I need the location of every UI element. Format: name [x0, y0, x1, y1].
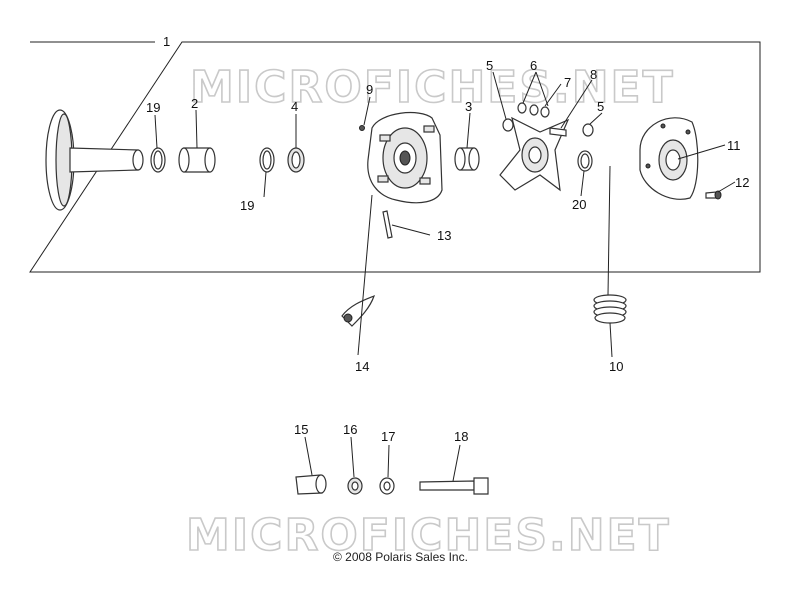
callout-3: 3	[465, 99, 472, 114]
callout-14: 14	[355, 359, 369, 374]
part-17-washer	[379, 477, 395, 495]
callout-1: 1	[163, 34, 170, 49]
part-8-pin	[549, 127, 567, 137]
callout-5b: 5	[597, 99, 604, 114]
callout-18: 18	[454, 429, 468, 444]
watermark-top: MICROFICHES.NET	[190, 62, 675, 113]
part-7-washer	[540, 106, 550, 118]
callout-20: 20	[572, 197, 586, 212]
part-spider	[499, 116, 570, 192]
part-13-pin	[382, 210, 393, 239]
callout-2: 2	[191, 96, 198, 111]
part-15-bushing	[295, 474, 327, 495]
callout-4: 4	[291, 99, 298, 114]
callout-7: 7	[564, 75, 571, 90]
callout-5a: 5	[486, 58, 493, 73]
part-3-bushing	[454, 147, 480, 171]
part-12-bolt	[705, 190, 722, 200]
part-sheave	[45, 109, 144, 211]
watermark-bottom: MICROFICHES.NET	[186, 510, 671, 561]
assembly-frame	[29, 41, 761, 273]
part-18-bolt	[419, 477, 489, 495]
part-19-ring-a	[150, 147, 166, 173]
part-19-ring-b	[259, 147, 275, 173]
copyright-text: © 2008 Polaris Sales Inc.	[333, 550, 468, 564]
callout-16: 16	[343, 422, 357, 437]
part-5-roller-b	[582, 123, 594, 137]
callout-19a: 19	[146, 100, 160, 115]
part-16-washer	[347, 477, 363, 495]
callout-8: 8	[590, 67, 597, 82]
callout-12: 12	[735, 175, 749, 190]
callout-11: 11	[727, 138, 741, 153]
part-20-ring	[577, 150, 593, 172]
part-11-cover	[639, 117, 699, 200]
leader-lines	[154, 71, 736, 482]
callout-17: 17	[381, 429, 395, 444]
part-5-roller-a	[502, 118, 514, 132]
part-2-bushing	[178, 147, 216, 173]
part-housing	[367, 111, 443, 204]
callout-9: 9	[366, 82, 373, 97]
part-6-washers	[517, 102, 539, 116]
part-14-weight	[341, 294, 375, 327]
callout-15: 15	[294, 422, 308, 437]
part-4-seal	[287, 147, 305, 173]
part-10-spring	[593, 294, 627, 324]
callout-10: 10	[609, 359, 623, 374]
callout-19b: 19	[240, 198, 254, 213]
callout-6: 6	[530, 58, 537, 73]
callout-13: 13	[437, 228, 451, 243]
part-9-screw	[359, 125, 365, 131]
